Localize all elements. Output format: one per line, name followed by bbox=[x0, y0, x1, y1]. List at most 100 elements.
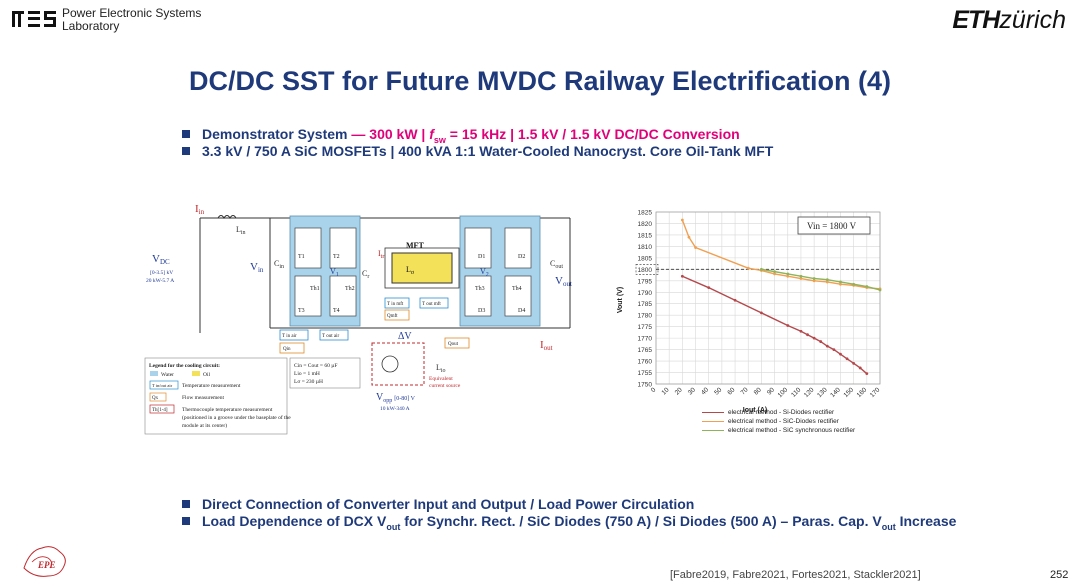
cooling-legend-title: Legend for the cooling circuit: bbox=[149, 363, 220, 369]
label-i-out: Iout bbox=[540, 339, 553, 352]
label-d3: D3 bbox=[478, 308, 485, 314]
y-tick-label: 1785 bbox=[638, 301, 653, 308]
y-tick-label: 1780 bbox=[638, 313, 653, 320]
series-point-0 bbox=[819, 340, 823, 343]
y-tick-label: 1750 bbox=[638, 382, 653, 389]
chart-ticks: 1750175517601765177017751780178517901795… bbox=[638, 210, 882, 400]
bullet-text: Increase bbox=[895, 513, 957, 529]
bullet-load-dependence: Load Dependence of DCX Vout for Synchr. … bbox=[182, 513, 956, 536]
y-tick-label: 1795 bbox=[638, 278, 653, 285]
label-t-out-air: T out air bbox=[322, 334, 339, 339]
x-tick-label: 40 bbox=[700, 386, 710, 396]
legend-line-icon bbox=[702, 430, 724, 431]
series-point-0 bbox=[852, 361, 856, 365]
cooling-legend-water: Water bbox=[161, 372, 174, 378]
series-point-0 bbox=[760, 311, 763, 315]
series-point-2 bbox=[799, 274, 803, 278]
label-q-in: Qin bbox=[283, 347, 291, 352]
x-tick-label: 170 bbox=[869, 386, 882, 399]
label-i-tr: Itr bbox=[378, 249, 384, 260]
circuit-diagram: Iin Lin VDC [0-3.5] kV 20 kW-5.7 A Vin C… bbox=[144, 203, 572, 435]
label-v-in: Vin bbox=[250, 261, 264, 274]
x-tick-label: 80 bbox=[753, 386, 763, 396]
series-point-1 bbox=[746, 266, 750, 270]
label-th1: Th1 bbox=[310, 286, 320, 292]
x-tick-label: 130 bbox=[816, 386, 829, 399]
epe-logo-text: EPE bbox=[37, 560, 56, 570]
bullet-dash: — bbox=[347, 126, 370, 142]
label-v-dc-range: [0-3.5] kV bbox=[150, 270, 173, 276]
series-point-0 bbox=[786, 324, 790, 327]
label-t1: T1 bbox=[298, 254, 305, 260]
series-point-0 bbox=[825, 344, 829, 348]
series-line-2 bbox=[761, 268, 881, 291]
label-t4: T4 bbox=[333, 308, 340, 314]
component-value-3: Lσ = 230 µH bbox=[294, 379, 323, 385]
cooling-legend-q-sym: Qx bbox=[152, 396, 159, 401]
y-tick-label: 1770 bbox=[638, 336, 653, 343]
label-v-dc: VDC bbox=[152, 253, 170, 266]
chart-legend: electrical method - Si-Diodes rectifier … bbox=[702, 408, 855, 435]
series-point-1 bbox=[773, 272, 776, 276]
legend-line-icon bbox=[702, 412, 724, 413]
x-tick-label: 30 bbox=[687, 386, 697, 396]
pes-logo bbox=[12, 11, 56, 27]
series-point-2 bbox=[760, 267, 763, 271]
label-c-r: Cr bbox=[362, 269, 369, 280]
eth-logo-rest: zürich bbox=[999, 6, 1066, 34]
label-c-out: Cout bbox=[550, 259, 563, 270]
chart-x-label: Iout (A) bbox=[743, 407, 768, 414]
label-v-opp: Vopp[0-80] V bbox=[376, 392, 416, 404]
cooling-legend-thermo-3: module at its center) bbox=[182, 422, 227, 429]
cooling-legend-thermo-2: (positioned in a groove under the basepl… bbox=[182, 414, 291, 421]
legend-label: electrical method - SiC synchronous rect… bbox=[728, 427, 856, 434]
label-t3: T3 bbox=[298, 308, 305, 314]
bullet-text: Direct Connection of Converter Input and… bbox=[202, 496, 695, 512]
series-point-1 bbox=[839, 282, 842, 286]
cooling-legend-thermo-1: Thermocouple temperature measurement bbox=[182, 407, 273, 413]
label-th4: Th4 bbox=[512, 286, 522, 292]
bullet-demonstrator: Demonstrator System — 300 kW | fsw = 15 … bbox=[182, 126, 740, 149]
cooling-legend-flow: Flow measurement bbox=[182, 395, 224, 401]
series-point-1 bbox=[694, 246, 697, 249]
chart-y-label: Vout (V) bbox=[617, 287, 624, 313]
lab-name-line2: Laboratory bbox=[62, 19, 120, 33]
plot-frame bbox=[655, 211, 881, 385]
bullet-text: Load Dependence of DCX V bbox=[202, 513, 387, 529]
series-line-0 bbox=[682, 275, 868, 375]
x-tick-label: 100 bbox=[777, 386, 790, 399]
label-i-in: Iin bbox=[195, 203, 205, 216]
series-point-2 bbox=[878, 288, 882, 292]
lab-name: Power Electronic Systems Laboratory bbox=[62, 7, 201, 33]
label-delta-v: ΔV bbox=[398, 331, 412, 342]
y-tick-label: 1760 bbox=[638, 359, 653, 366]
label-q-out: Qout bbox=[448, 342, 459, 347]
series-point-1 bbox=[812, 279, 816, 283]
lab-name-line1: Power Electronic Systems bbox=[62, 6, 202, 20]
cooling-legend-th-sym: Th[1-4] bbox=[152, 408, 168, 413]
legend-item-sic-sync: electrical method - SiC synchronous rect… bbox=[702, 426, 855, 435]
cooling-legend-t-sym: T in/out air bbox=[152, 383, 173, 388]
label-l-sigma: Lσ bbox=[406, 265, 415, 276]
x-tick-label: 0 bbox=[650, 386, 658, 394]
label-t-out-mft: T out mft bbox=[422, 302, 441, 307]
legend-label: electrical method - Si-Diodes rectifier bbox=[728, 409, 835, 416]
label-th2: Th2 bbox=[345, 286, 355, 292]
bullet-sub: out bbox=[386, 521, 401, 532]
x-tick-label: 50 bbox=[713, 386, 723, 396]
epe-logo: EPE bbox=[23, 546, 66, 577]
label-t-in-mft: T in mft bbox=[387, 302, 404, 307]
series-point-2 bbox=[825, 278, 829, 282]
y-tick-label: 1815 bbox=[638, 232, 653, 239]
series-point-1 bbox=[825, 280, 829, 284]
y-tick-label: 1805 bbox=[638, 255, 653, 262]
label-t-in-air: T in air bbox=[282, 334, 297, 339]
label-d1: D1 bbox=[478, 254, 485, 260]
series-point-2 bbox=[786, 272, 790, 276]
chart-series bbox=[635, 218, 882, 376]
series-point-0 bbox=[680, 274, 684, 278]
series-point-2 bbox=[852, 282, 856, 286]
series-point-0 bbox=[733, 298, 737, 302]
bullet-square-icon bbox=[182, 500, 190, 508]
series-point-0 bbox=[865, 372, 869, 376]
